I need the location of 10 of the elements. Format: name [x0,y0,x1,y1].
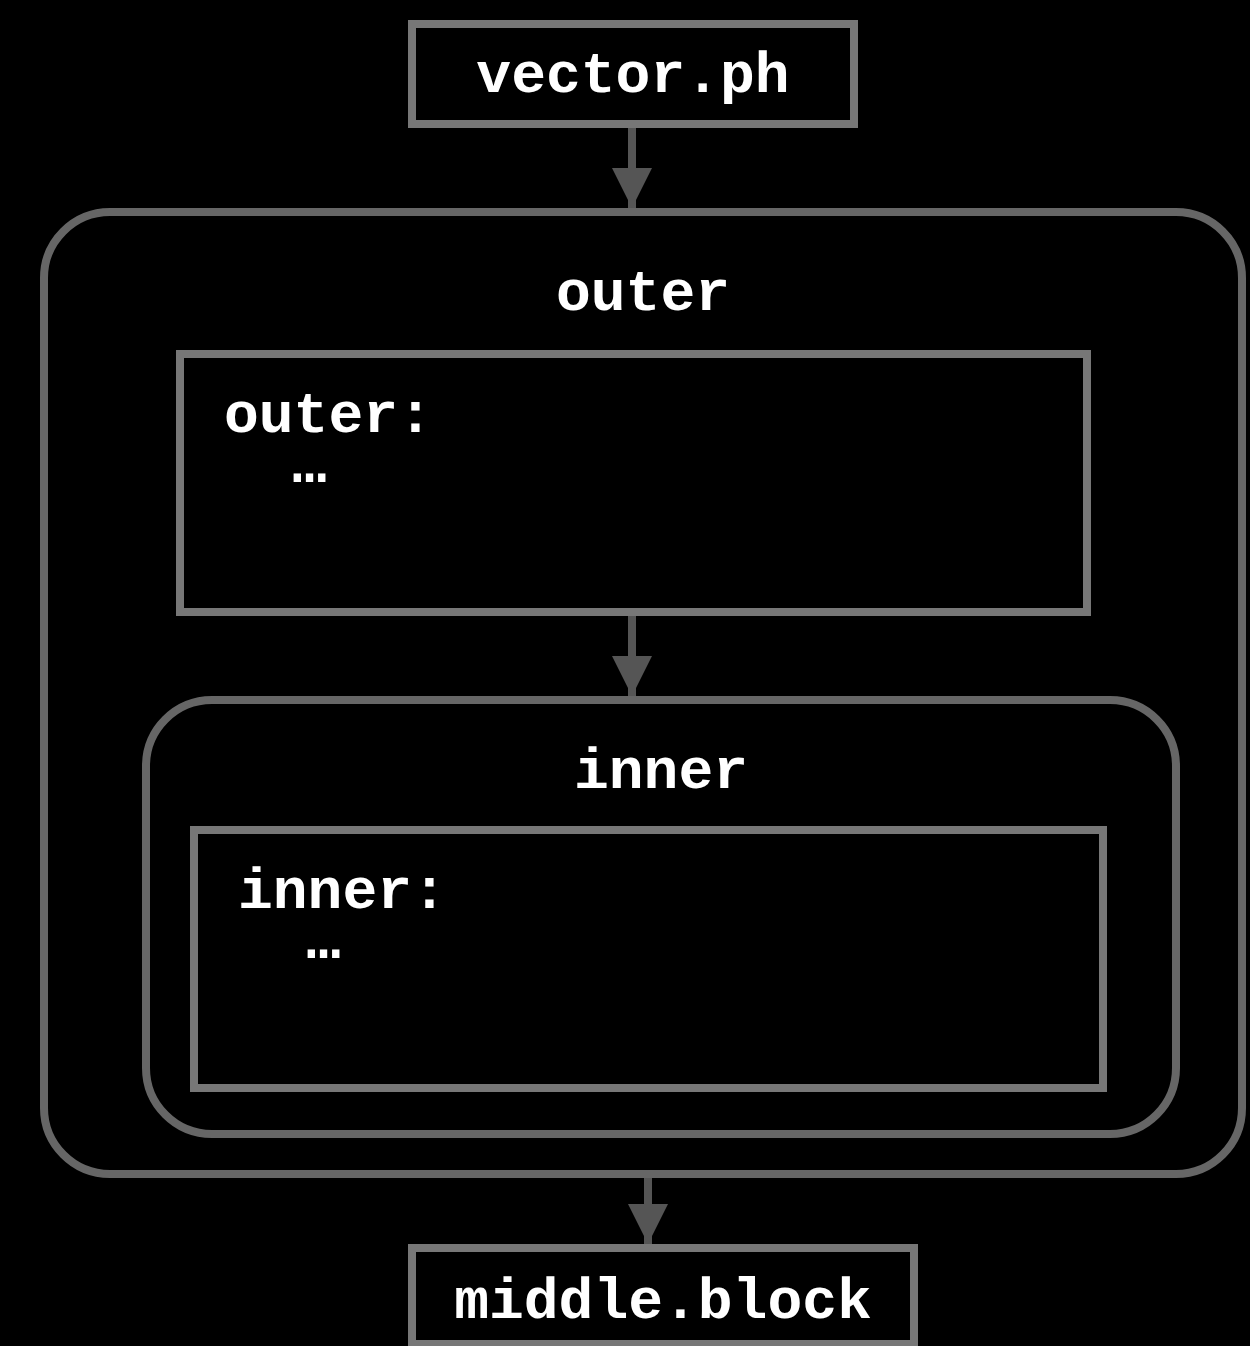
block-label: vector.ph [475,48,791,106]
block-label: outer [555,266,731,324]
block-box [408,20,858,128]
block-label: middle.block [453,1274,873,1332]
block-box [408,1244,918,1346]
block-box [190,826,1107,1092]
loop-region [40,208,1246,1178]
block-box [176,350,1091,616]
block-label: inner [573,744,749,802]
loop-region [142,696,1180,1138]
